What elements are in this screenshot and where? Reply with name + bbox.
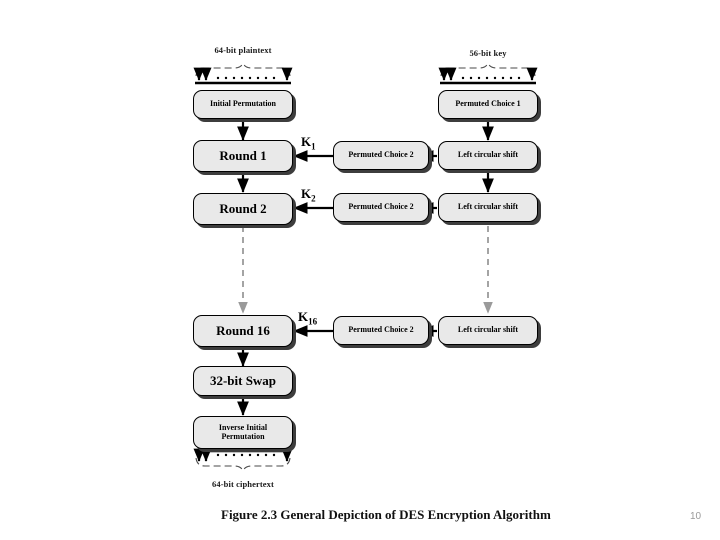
key-input-bus xyxy=(438,67,538,85)
subkey-1-base: K xyxy=(301,134,312,149)
plaintext-label: 64-bit plaintext xyxy=(214,45,272,55)
box-permuted-choice-2-round-2[interactable]: Permuted Choice 2 xyxy=(333,193,429,222)
subkey-2-base: K xyxy=(301,186,312,201)
box-round-1[interactable]: Round 1 xyxy=(193,140,293,172)
subkey-1-index: 1 xyxy=(311,141,316,152)
subkey-2-index: 2 xyxy=(311,193,316,204)
subkey-label-2: K2 xyxy=(301,186,316,204)
figure-caption: Figure 2.3 General Depiction of DES Encr… xyxy=(221,507,551,522)
box-left-circular-shift-16[interactable]: Left circular shift xyxy=(438,316,538,345)
box-32-bit-swap[interactable]: 32-bit Swap xyxy=(193,366,293,396)
box-round-2[interactable]: Round 2 xyxy=(193,193,293,225)
subkey-label-1: K1 xyxy=(301,134,316,152)
box-round-16[interactable]: Round 16 xyxy=(193,315,293,347)
box-permuted-choice-1[interactable]: Permuted Choice 1 xyxy=(438,90,538,119)
plaintext-input-bus xyxy=(193,67,293,85)
box-initial-permutation[interactable]: Initial Permutation xyxy=(193,90,293,119)
box-left-circular-shift-1[interactable]: Left circular shift xyxy=(438,141,538,170)
key-brace xyxy=(440,61,536,77)
subkey-16-base: K xyxy=(298,309,309,324)
ciphertext-brace xyxy=(195,457,291,473)
box-permuted-choice-2-round-16[interactable]: Permuted Choice 2 xyxy=(333,316,429,345)
subkey-label-16: K16 xyxy=(298,309,317,327)
plaintext-brace xyxy=(195,61,291,77)
subkey-16-index: 16 xyxy=(308,316,318,327)
key-label: 56-bit key xyxy=(469,48,507,58)
box-inverse-initial-permutation[interactable]: Inverse Initial Permutation xyxy=(193,416,293,449)
ciphertext-label: 64-bit ciphertext xyxy=(212,479,274,489)
box-left-circular-shift-2[interactable]: Left circular shift xyxy=(438,193,538,222)
ciphertext-output-bus xyxy=(193,448,293,462)
page-number: 10 xyxy=(690,511,702,522)
box-permuted-choice-2-round-1[interactable]: Permuted Choice 2 xyxy=(333,141,429,170)
